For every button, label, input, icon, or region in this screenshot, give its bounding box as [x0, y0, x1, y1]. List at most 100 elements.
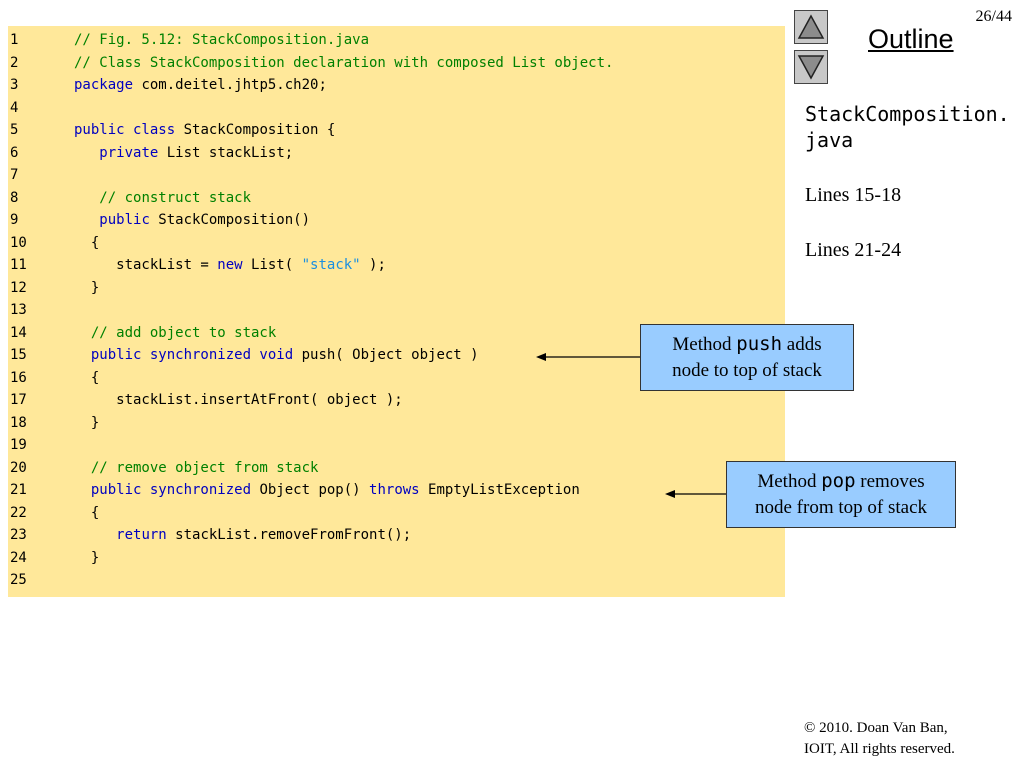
code-token: Object pop() — [251, 482, 370, 498]
code-token: } — [74, 549, 100, 566]
code-token: { — [74, 504, 100, 521]
code-string: "stack" — [301, 257, 361, 273]
code-text: public synchronized void push( Object ob… — [74, 344, 479, 367]
triangle-down-icon — [797, 55, 825, 80]
code-text: { — [74, 502, 99, 525]
code-keyword: package — [74, 77, 134, 93]
code-keyword: public synchronized void — [90, 347, 294, 363]
line-number: 25 — [10, 572, 27, 588]
pop-callout-line2: node from top of stack — [754, 497, 927, 518]
code-text: { — [74, 367, 99, 390]
code-token: } — [74, 414, 100, 431]
file-name: StackComposition.java — [805, 102, 1010, 152]
line-number: 21 — [10, 482, 27, 498]
line-number: 8 — [10, 189, 19, 206]
push-callout-code: push — [736, 333, 783, 355]
line-number: 13 — [10, 302, 27, 318]
code-text: } — [74, 412, 99, 435]
code-text: } — [74, 277, 99, 300]
next-slide-button[interactable] — [794, 50, 828, 84]
pop-callout-post: removes — [855, 471, 925, 492]
code-token: { — [74, 234, 100, 251]
line-number: 12 — [10, 279, 27, 296]
line-number: 7 — [10, 167, 19, 183]
line-number: 17 — [10, 392, 27, 408]
code-comment: // Fig. 5.12: StackComposition.java — [74, 32, 370, 48]
code-text: public StackComposition() — [74, 209, 310, 232]
lines-reference-1: Lines 15-18 — [805, 184, 902, 206]
push-callout: Method push adds node to top of stack — [640, 324, 854, 391]
code-token: StackComposition() — [149, 212, 311, 228]
code-comment: // remove object from stack — [90, 459, 319, 476]
pop-callout-pre: Method — [757, 471, 822, 492]
outline-link[interactable]: Outline — [868, 24, 954, 54]
push-callout-post: adds — [782, 334, 822, 355]
copyright-line-1: © 2010. Doan Van Ban, — [804, 720, 948, 736]
code-keyword: public synchronized — [90, 482, 252, 498]
code-comment: // construct stack — [99, 189, 252, 206]
line-number: 3 — [10, 77, 19, 93]
line-number: 9 — [10, 212, 19, 228]
code-token: } — [74, 279, 100, 296]
code-keyword: public — [99, 212, 150, 228]
code-text: stackList.insertAtFront( object ); — [74, 389, 403, 412]
line-number: 15 — [10, 347, 27, 363]
line-number: 2 — [10, 54, 19, 71]
code-text: return stackList.removeFromFront(); — [74, 524, 411, 547]
line-number: 5 — [10, 122, 19, 138]
pop-arrow-head — [665, 490, 675, 498]
code-text: } — [74, 547, 99, 570]
code-keyword: public class — [74, 122, 176, 138]
code-text: package com.deitel.jhtp5.ch20; — [74, 74, 327, 97]
line-number: 1 — [10, 32, 19, 48]
code-text: // add object to stack — [74, 322, 276, 345]
push-arrow-head — [536, 353, 546, 361]
code-text: stackList = new List( "stack" ); — [74, 254, 386, 277]
code-token: StackComposition { — [175, 122, 336, 138]
line-number: 18 — [10, 414, 27, 431]
push-callout-line2: node to top of stack — [672, 360, 822, 381]
pop-callout-code: pop — [821, 470, 856, 492]
code-keyword: throws — [369, 482, 420, 498]
code-text: // construct stack — [74, 187, 251, 210]
line-number: 24 — [10, 549, 27, 566]
line-number: 10 — [10, 234, 27, 251]
previous-slide-button[interactable] — [794, 10, 828, 44]
pop-callout: Method pop removes node from top of stac… — [726, 461, 956, 528]
code-text: // remove object from stack — [74, 457, 319, 480]
code-keyword: private — [99, 144, 159, 161]
pop-callout-line1: Method pop removes — [727, 468, 955, 495]
code-text: public class StackComposition { — [74, 119, 335, 142]
code-text: private List stackList; — [74, 142, 293, 165]
line-number: 19 — [10, 437, 27, 453]
line-number: 23 — [10, 527, 27, 543]
line-number: 6 — [10, 144, 19, 161]
code-token: ); — [360, 257, 386, 273]
line-number: 20 — [10, 459, 27, 476]
code-comment: // add object to stack — [90, 324, 277, 341]
line-number: 14 — [10, 324, 27, 341]
lines-reference-2: Lines 21-24 — [805, 239, 902, 261]
page-number: 26/44 — [975, 8, 1012, 25]
code-text: // Fig. 5.12: StackComposition.java — [74, 29, 369, 52]
triangle-up-icon — [797, 14, 825, 39]
code-comment: // Class StackComposition declaration wi… — [74, 54, 614, 71]
code-text: // Class StackComposition declaration wi… — [74, 52, 613, 75]
code-text: { — [74, 232, 99, 255]
copyright-notice: © 2010. Doan Van Ban, IOIT, All rights r… — [804, 718, 955, 760]
code-token: { — [74, 369, 100, 386]
push-callout-line1: Method push adds — [641, 331, 853, 358]
line-number: 16 — [10, 369, 27, 386]
code-keyword: new — [217, 257, 243, 273]
code-token: stackList = — [74, 257, 218, 273]
push-callout-pre: Method — [672, 334, 737, 355]
line-number: 4 — [10, 99, 19, 116]
code-text: public synchronized Object pop() throws … — [74, 479, 580, 502]
line-number: 22 — [10, 504, 27, 521]
code-token: stackList.removeFromFront(); — [166, 527, 412, 543]
code-listing: 1 // Fig. 5.12: StackComposition.java 2 // … — [8, 26, 785, 597]
code-token: List stackList; — [158, 144, 294, 161]
code-token: EmptyListException — [419, 482, 580, 498]
copyright-line-2: IOIT, All rights reserved. — [804, 741, 955, 757]
